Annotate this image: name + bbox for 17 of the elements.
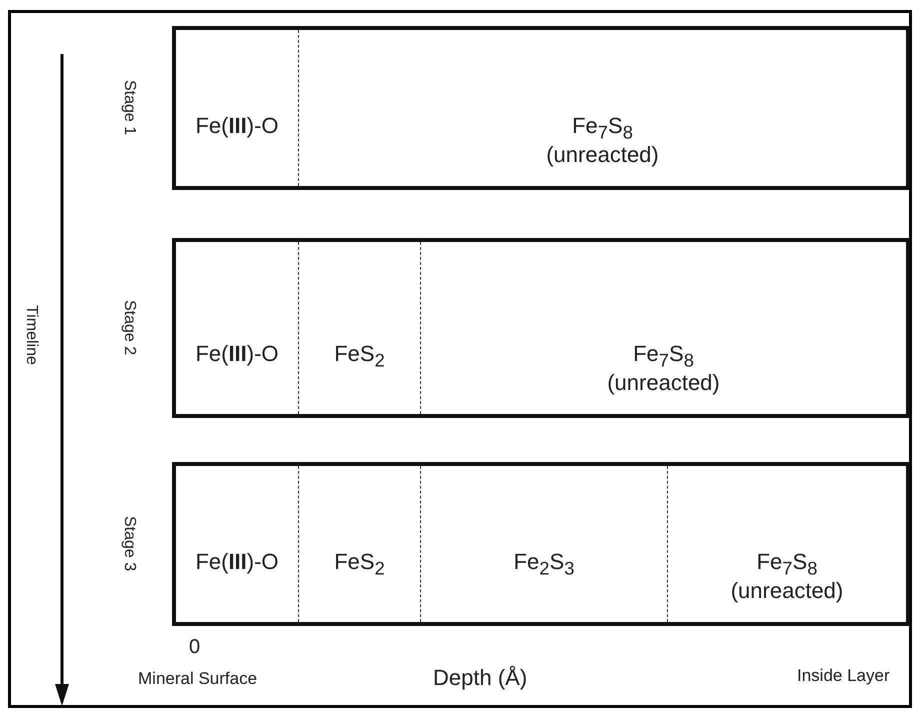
axis-label: Inside Layer	[797, 666, 890, 686]
stage-label: Stage 3	[120, 515, 138, 574]
axis-title: Depth (Å)	[433, 665, 528, 691]
axis-value: 0	[189, 636, 200, 659]
axis-label: Timeline	[22, 305, 40, 365]
layer-region: Fe$_{2}$S$_{3}$	[420, 466, 667, 622]
stage-label: Stage 2	[120, 299, 138, 358]
layer-region: Fe(III)-O	[176, 466, 298, 622]
layer-region: Fe(III)-O	[176, 30, 298, 186]
stage-label: Stage 1	[120, 79, 138, 138]
layer-region: FeS$_{2}$	[298, 466, 420, 622]
layer-region: Fe$_{7}$S$_{8}$ (unreacted)	[667, 466, 906, 622]
layer-region: FeS$_{2}$	[298, 242, 420, 414]
axis-label: Mineral Surface	[138, 669, 258, 689]
layer-region: Fe$_{7}$S$_{8}$ (unreacted)	[298, 30, 906, 186]
layer-region: Fe$_{7}$S$_{8}$ (unreacted)	[420, 242, 906, 414]
layer-region: Fe(III)-O	[176, 242, 298, 414]
